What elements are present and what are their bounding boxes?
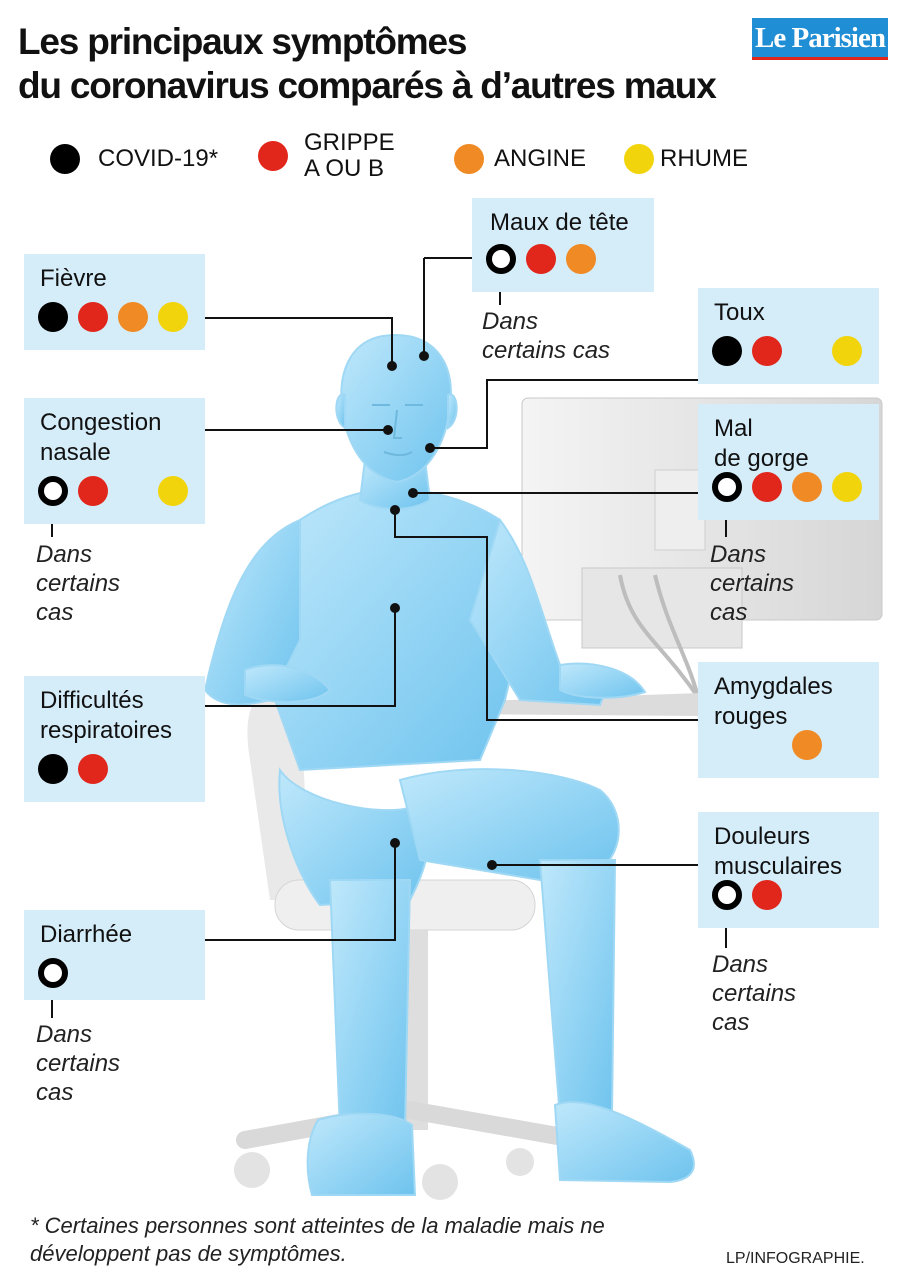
symptom-label: Fièvre [40,265,107,292]
legend-label-covid: COVID-19* [98,145,219,172]
dot-covid-occasional [486,244,516,274]
dot-empty [118,476,148,506]
face-details [372,404,423,456]
dot-angine [792,472,822,502]
symptom-box-difficultes-respiratoires: Difficultés respiratoires [24,676,205,802]
legend-dot-angine [454,144,484,174]
credit: LP/INFOGRAPHIE. [726,1250,865,1267]
symptom-dots [712,880,792,910]
symptom-label: Maux de tête [490,209,629,236]
dot-covid-occasional [712,880,742,910]
symptom-box-diarrhee: Diarrhée [24,910,205,1000]
symptom-label: Mal de gorge [714,415,809,472]
legend-dot-covid [50,144,80,174]
human-figure [203,333,695,1196]
symptom-box-toux: Toux [698,288,879,384]
symptom-box-amygdales-rouges: Amygdales rouges [698,662,879,778]
symptom-dots [38,476,198,506]
dot-rhume [158,476,188,506]
symptom-dots [712,336,872,366]
legend-item-rhume: RHUME [624,144,748,174]
symptom-box-mal-de-gorge: Mal de gorge [698,404,879,520]
symptom-label: Difficultés respiratoires [40,687,173,744]
dot-empty [712,730,742,760]
le-parisien-logo: Le Parisien [752,18,888,60]
legend-item-angine: ANGINE [454,144,586,174]
note-congestion-nasale: Dans certains cas [36,541,121,626]
symptom-box-congestion-nasale: Congestion nasale [24,398,205,524]
symptom-dots [712,472,872,502]
dot-empty [792,336,822,366]
title-line-1: Les principaux symptômes [18,21,467,62]
dot-empty [752,730,782,760]
symptom-dots [486,244,606,274]
symptom-label: Amygdales rouges [714,673,833,730]
dot-rhume [832,336,862,366]
note-maux-de-tete: Dans certains cas [482,308,611,364]
note-diarrhee: Dans certains cas [36,1021,121,1106]
legend-dot-rhume [624,144,654,174]
dot-angine [792,730,822,760]
legend-label-rhume: RHUME [660,145,748,172]
dot-grippe [78,754,108,784]
symptom-label: Toux [714,299,765,326]
note-mal-de-gorge: Dans certains cas [710,541,795,626]
symptom-dots [38,302,198,332]
dot-covid-occasional [38,958,68,988]
dot-grippe [78,476,108,506]
anchor-dots [383,351,497,870]
legend-label-angine: ANGINE [494,145,587,172]
dot-rhume [158,302,188,332]
symptom-dots [38,754,118,784]
dot-covid-occasional [712,472,742,502]
dot-covid [38,302,68,332]
dot-covid-occasional [38,476,68,506]
symptom-dots [712,730,832,760]
symptom-box-fievre: Fièvre [24,254,205,350]
symptom-box-maux-de-tete: Maux de tête [472,198,654,292]
dot-covid [38,754,68,784]
symptom-label: Douleurs musculaires [714,823,843,880]
dot-rhume [832,472,862,502]
dot-grippe [78,302,108,332]
legend-item-grippe: GRIPPE A OU B [258,130,395,182]
legend-item-covid: COVID-19* [50,144,218,174]
dot-angine [118,302,148,332]
dot-grippe [526,244,556,274]
note-douleurs-musculaires: Dans certains cas [712,951,797,1036]
legend-label-grippe: GRIPPE A OU B [304,129,395,182]
title-line-2: du coronavirus comparés à d’autres maux [18,65,717,106]
footnote: * Certaines personnes sont atteintes de … [30,1213,605,1266]
page-title: Les principaux symptômes du coronavirus … [18,20,738,108]
legend-dot-grippe [258,141,288,171]
dot-grippe [752,336,782,366]
dot-covid [712,336,742,366]
dot-angine [566,244,596,274]
dot-grippe [752,472,782,502]
dot-grippe [752,880,782,910]
symptom-box-douleurs-musculaires: Douleurs musculaires [698,812,879,928]
symptom-label: Diarrhée [40,921,133,948]
leader-lines [51,257,727,1018]
symptom-label: Congestion nasale [40,409,162,466]
symptom-dots [38,958,78,988]
